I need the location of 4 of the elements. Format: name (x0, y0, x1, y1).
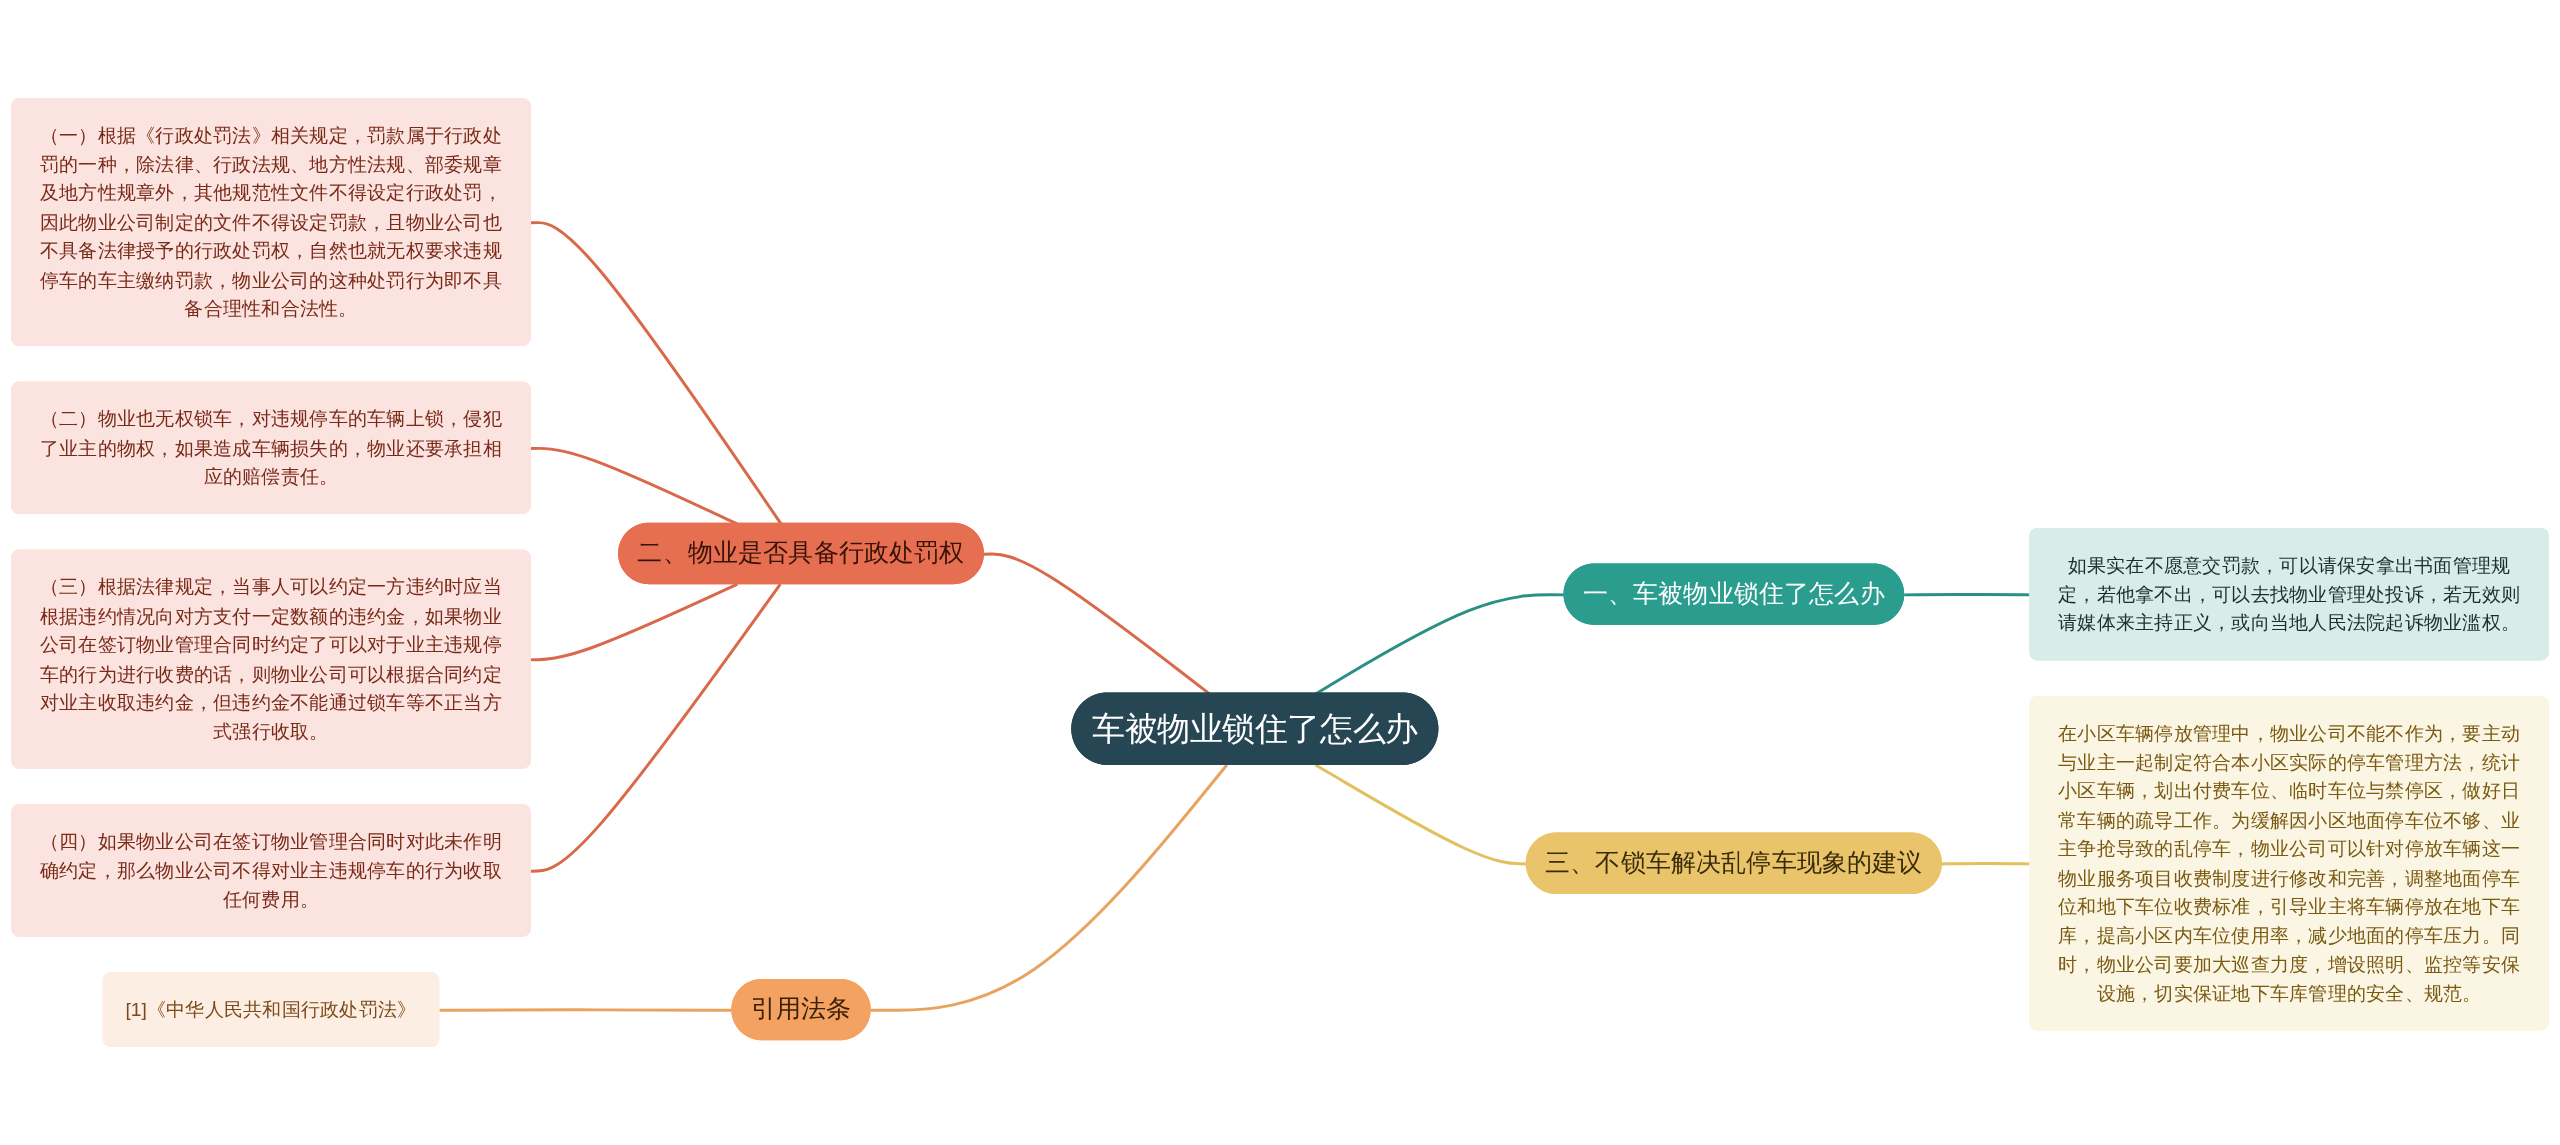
connector (439, 1008, 733, 1012)
connector (870, 764, 1228, 1012)
connector (530, 583, 782, 873)
connector (530, 582, 739, 662)
